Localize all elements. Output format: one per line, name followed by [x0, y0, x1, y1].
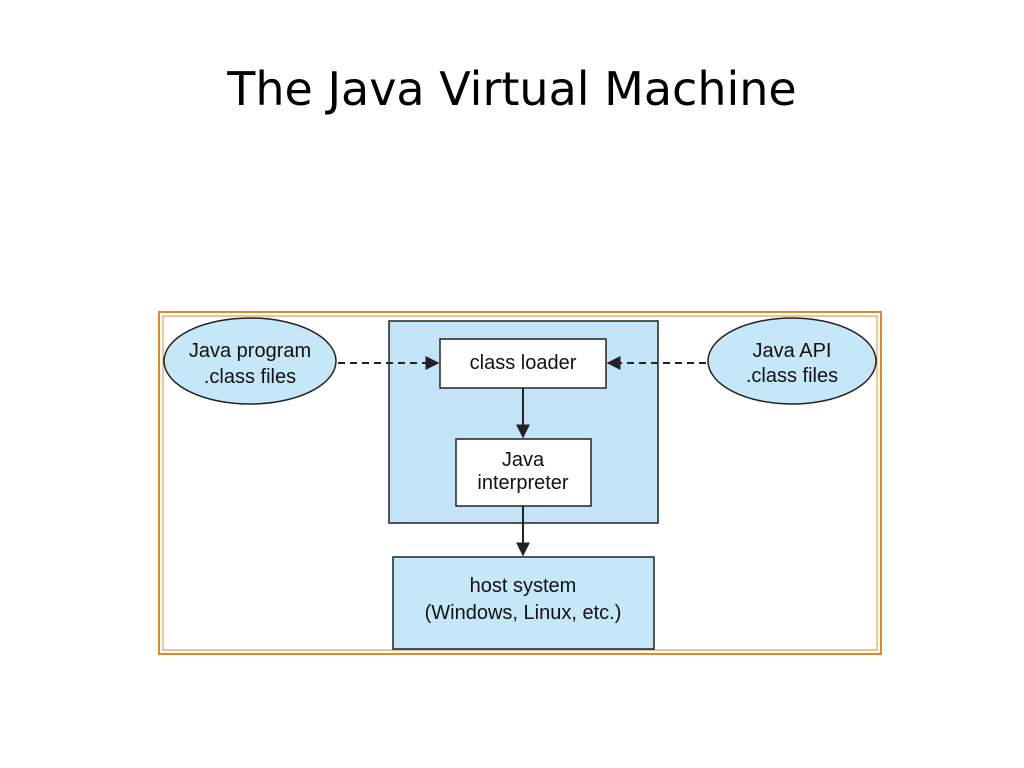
host-system-label-line2: (Windows, Linux, etc.): [425, 602, 622, 624]
slide-title: The Java Virtual Machine: [227, 62, 797, 116]
host-system-box: [392, 556, 655, 650]
interpreter-label-line2: interpreter: [477, 472, 568, 494]
jvm-diagram: Java program .class files Java API .clas…: [158, 311, 882, 655]
diagram-frame-inner: [162, 315, 878, 651]
java-program-label-line2: .class files: [204, 366, 296, 388]
class-loader-label: class loader: [470, 352, 577, 374]
java-program-label-line1: Java program: [189, 340, 311, 362]
interpreter-label-line1: Java: [502, 449, 545, 471]
jvm-diagram-figure: Java program .class files Java API .clas…: [158, 311, 882, 655]
java-api-ellipse: [707, 317, 877, 405]
java-api-label-line1: Java API: [753, 340, 832, 362]
java-program-ellipse: [163, 317, 337, 405]
java-api-label-line2: .class files: [746, 365, 838, 387]
host-system-label-line1: host system: [470, 575, 577, 597]
